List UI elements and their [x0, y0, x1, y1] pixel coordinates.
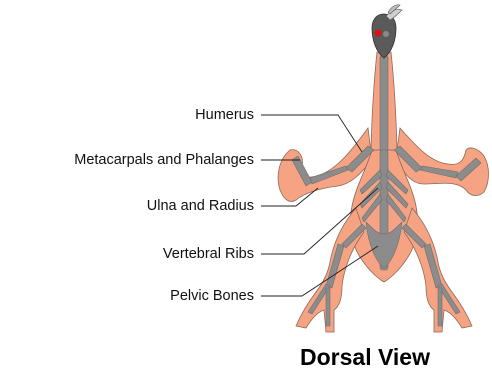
beak [386, 9, 402, 20]
label-humerus: Humerus [195, 106, 254, 124]
comb-dot [375, 30, 382, 37]
label-metacarpals-and-phalanges: Metacarpals and Phalanges [74, 151, 254, 169]
label-vertebral-ribs: Vertebral Ribs [163, 245, 254, 263]
eye-socket [383, 31, 389, 37]
label-pelvic-bones: Pelvic Bones [170, 287, 254, 305]
label-ulna-and-radius: Ulna and Radius [147, 197, 254, 215]
leader-line-humerus [261, 115, 362, 152]
view-title: Dorsal View [300, 344, 430, 370]
head [372, 5, 402, 58]
